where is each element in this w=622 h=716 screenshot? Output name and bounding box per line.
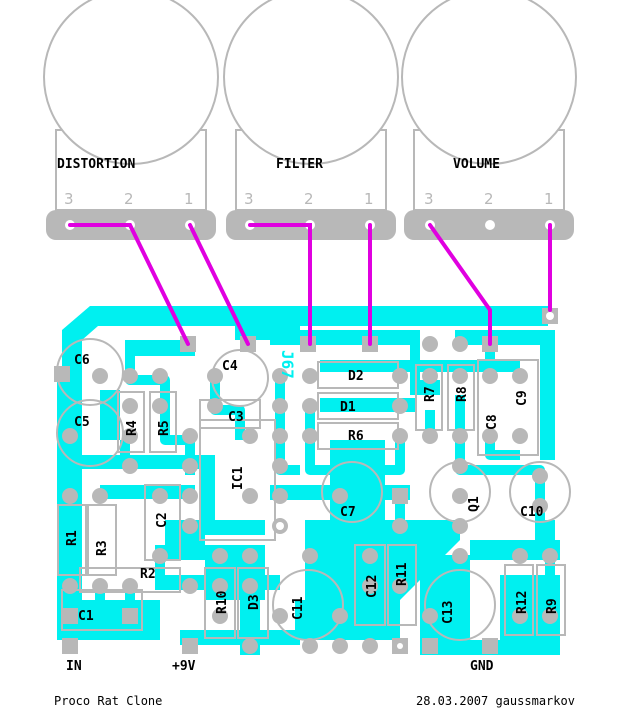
pad-holes	[276, 312, 554, 649]
pot-label-filter: FILTER	[276, 157, 323, 172]
label-c1: C1	[78, 609, 94, 624]
label-r9: R9	[545, 598, 560, 614]
label-r7: R7	[423, 386, 438, 402]
connector-label-gnd: GND	[470, 659, 494, 674]
pot-pin-label: 2	[484, 190, 494, 208]
label-r10: R10	[215, 590, 230, 614]
label-d3: D3	[247, 594, 262, 610]
label-d1: D1	[340, 400, 356, 415]
label-c11: C11	[291, 596, 306, 620]
label-r4: R4	[125, 420, 140, 436]
label-r2: R2	[140, 567, 156, 582]
connector-label-in: IN	[66, 659, 82, 674]
pot-pin-label: 1	[184, 190, 194, 208]
pot-label-volume: VOLUME	[453, 157, 500, 172]
label-ic1: IC1	[231, 466, 246, 490]
board-mark: J67	[278, 350, 297, 379]
label-c7: C7	[340, 505, 356, 520]
pot-labels: DISTORTION FILTER VOLUME 3 2 1 3 2 1 3 2…	[57, 157, 554, 208]
component-labels: C6 C5 C4 C3 R4 R5 D2 D1 R6 R7 R8 C9 C8 I…	[65, 353, 560, 624]
label-d2: D2	[348, 369, 364, 384]
pads	[54, 308, 558, 654]
pot-distortion	[43, 0, 219, 240]
label-r6: R6	[348, 429, 364, 444]
footer-credit: 28.03.2007 gaussmarkov	[416, 694, 575, 708]
pot-pin-label: 3	[244, 190, 254, 208]
label-c8: C8	[485, 414, 500, 430]
label-r3: R3	[95, 540, 110, 556]
label-r1: R1	[65, 530, 80, 546]
label-c4: C4	[222, 359, 238, 374]
label-r5: R5	[157, 420, 172, 436]
label-c6: C6	[74, 353, 90, 368]
pot-label-distortion: DISTORTION	[57, 157, 135, 172]
label-r12: R12	[515, 591, 530, 614]
wires	[68, 223, 552, 346]
label-c9: C9	[515, 390, 530, 406]
pot-pin-label: 2	[124, 190, 134, 208]
label-c12: C12	[365, 575, 380, 598]
potentiometers	[43, 0, 577, 240]
pot-pin-label: 1	[364, 190, 374, 208]
pot-pin-label: 1	[544, 190, 554, 208]
label-r11: R11	[395, 562, 410, 586]
label-r8: R8	[455, 386, 470, 402]
pot-pin-label: 3	[64, 190, 74, 208]
label-c5: C5	[74, 415, 90, 430]
pot-pin-label: 2	[304, 190, 314, 208]
label-c3: C3	[228, 410, 244, 425]
footer-title: Proco Rat Clone	[54, 694, 163, 708]
connector-label-power: +9V	[172, 659, 196, 674]
component-outlines	[56, 338, 571, 641]
pot-pin-label: 3	[424, 190, 434, 208]
label-c10: C10	[520, 505, 544, 520]
label-c2: C2	[155, 512, 170, 528]
label-q1: Q1	[467, 496, 482, 512]
label-c13: C13	[441, 601, 456, 624]
